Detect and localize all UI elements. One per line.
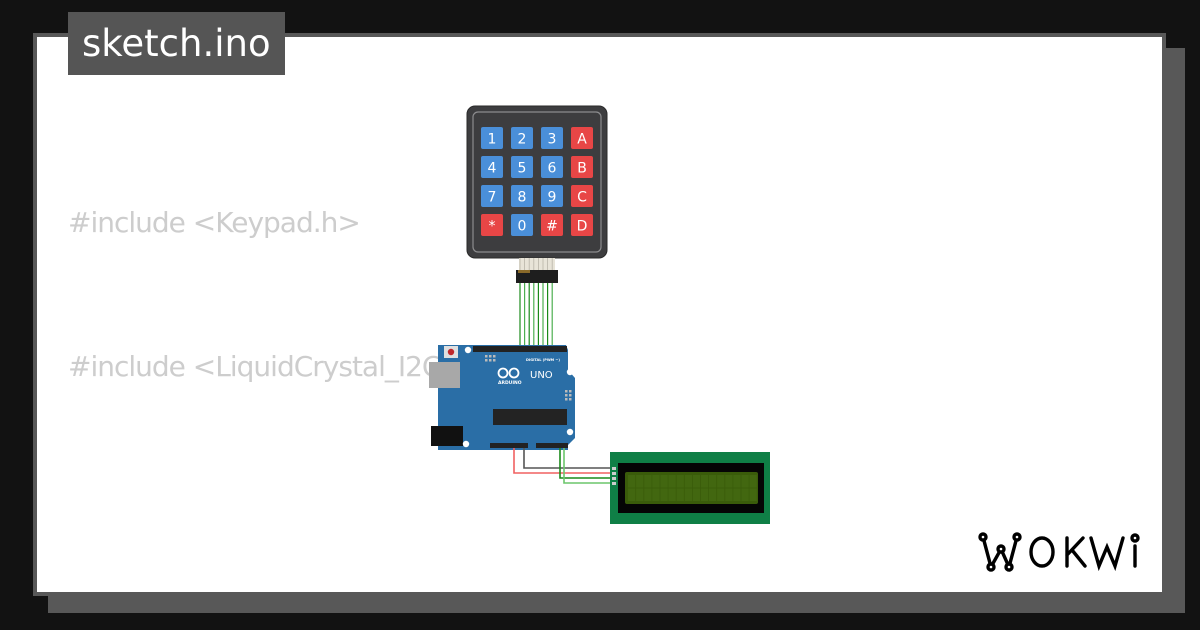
keypad-key[interactable]: A [571,127,593,149]
lcd-wires [513,448,615,484]
keypad-key[interactable]: 0 [511,214,533,236]
digital-header [473,346,567,352]
keypad-ribbon [516,258,558,283]
keypad-key-label: A [577,132,587,148]
keypad-key-label: B [577,161,587,177]
keypad-key[interactable]: 6 [541,156,563,178]
keypad-key-label: # [546,219,558,235]
wire-gnd [523,448,615,469]
keypad-key-label: 7 [488,190,497,206]
keypad-wires [519,283,553,350]
keypad-key-label: 1 [488,132,497,148]
keypad-4x4[interactable]: 1 2 3 A 4 5 6 B 7 8 9 C * 0 # D [466,105,608,283]
lcd-char-grid [628,475,757,501]
keypad-key[interactable]: 1 [481,127,503,149]
keypad-key-label: C [577,190,587,206]
code-line: #include <Keypad.h> [68,206,361,239]
lcd-1602[interactable] [610,452,770,524]
keypad-key[interactable]: 5 [511,156,533,178]
keypad-key-label: 3 [548,132,557,148]
keypad-key[interactable]: 8 [511,185,533,207]
file-tab[interactable]: sketch.ino [68,12,285,75]
power-header [490,443,528,448]
arduino-logo-icon [497,367,520,379]
arduino-brand: ARDUINO [498,380,522,386]
keypad-key[interactable]: D [571,214,593,236]
keypad-key-label: 6 [548,161,557,177]
keypad-key[interactable]: # [541,214,563,236]
keypad-key[interactable]: * [481,214,503,236]
keypad-key[interactable]: 4 [481,156,503,178]
keypad-key-label: 5 [518,161,527,177]
power-jack [431,426,463,446]
keypad-key-label: * [489,219,496,235]
reset-button-cap [447,348,455,356]
keypad-key[interactable]: 9 [541,185,563,207]
keypad-key[interactable]: C [571,185,593,207]
wokwi-logo [978,532,1140,573]
lcd-pins [612,467,616,485]
wire-scl [563,448,615,484]
keypad-key-label: 9 [548,190,557,206]
wire-sda [559,448,615,479]
digital-label: DIGITAL (PWM ~) [526,358,560,362]
keypad-key-label: 0 [518,219,527,235]
arduino-uno[interactable]: UNO ARDUINO DIGITAL (PWM ~) [429,345,575,450]
keypad-inner-border [472,111,602,253]
keypad-key-label: 4 [488,161,497,177]
usb-port [429,362,460,388]
keypad-key[interactable]: 7 [481,185,503,207]
analog-header [536,443,568,448]
keypad-key-label: 2 [518,132,527,148]
keypad-key[interactable]: 2 [511,127,533,149]
keypad-key-label: D [577,219,588,235]
arduino-model: UNO [530,370,553,381]
wire-vcc [513,448,615,474]
keypad-key[interactable]: B [571,156,593,178]
keypad-key-label: 8 [518,190,527,206]
ic-chip [493,409,567,425]
keypad-key[interactable]: 3 [541,127,563,149]
